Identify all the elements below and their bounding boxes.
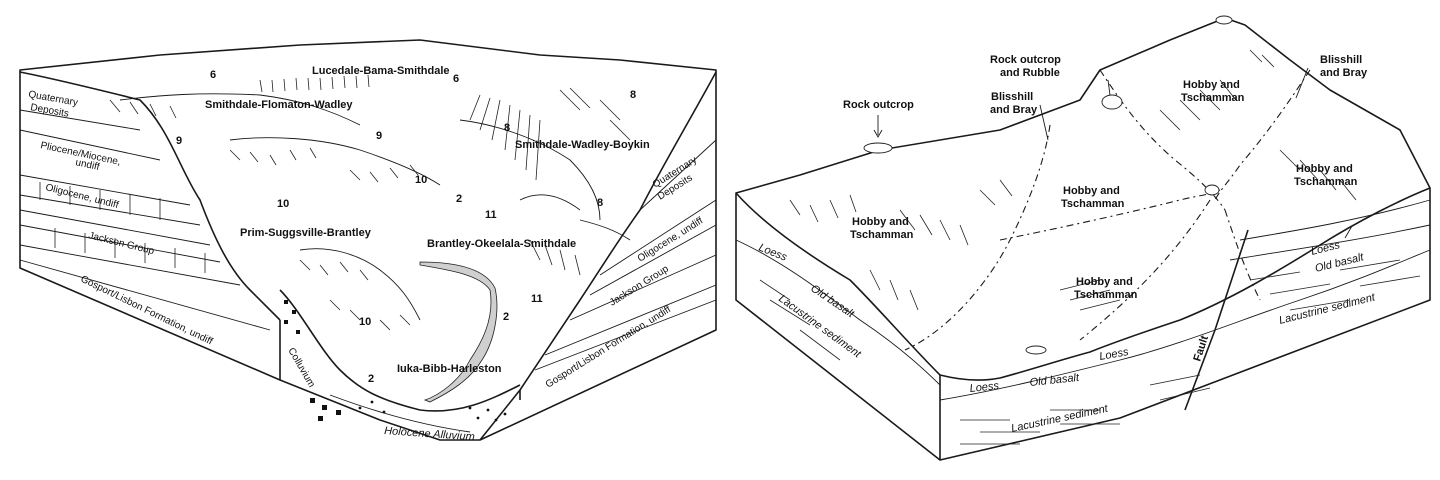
label-iuka: Iuka-Bibb-Harleston — [397, 363, 502, 375]
unit-number: 8 — [630, 89, 636, 101]
label-hobby-tschamman: Tschamman — [1294, 176, 1358, 188]
label-brantley: Brantley-Okeelala-Smithdale — [427, 238, 576, 250]
unit-number: 10 — [277, 198, 289, 210]
unit-number: 2 — [368, 373, 374, 385]
left-face-strata-labels: Quaternary Deposits Pliocene/Miocene, un… — [27, 89, 475, 443]
unit-number: 10 — [415, 174, 427, 186]
left-block-diagram: Lucedale-Bama-Smithdale Smithdale-Flomat… — [19, 39, 717, 443]
rock-outcrop-shapes — [863, 15, 1233, 355]
unit-number: 8 — [597, 197, 603, 209]
svg-text:Loess: Loess — [1310, 239, 1342, 258]
svg-text:Loess: Loess — [757, 242, 789, 264]
svg-text:Jackson Group: Jackson Group — [608, 263, 671, 308]
label-hobby-tschamman: Tschamman — [1061, 198, 1125, 210]
svg-text:Lacustrine sediment: Lacustrine sediment — [776, 293, 863, 361]
unit-number: 9 — [176, 135, 182, 147]
label-arrows — [873, 67, 1353, 239]
label-hobby-tschamman: Hobby and — [1063, 185, 1120, 197]
svg-text:Oligocene, undiff: Oligocene, undiff — [44, 182, 120, 211]
label-blisshill-bray: and Bray — [1320, 67, 1368, 79]
label-prim: Prim-Suggsville-Brantley — [240, 227, 372, 239]
unit-number: 10 — [359, 316, 371, 328]
label-blisshill-bray: and Bray — [990, 104, 1038, 116]
svg-text:undiff: undiff — [74, 157, 100, 173]
right-top-front-edge — [735, 187, 1431, 381]
unit-number: 8 — [504, 122, 510, 134]
label-hobby-tschamman: Hobby and — [852, 216, 909, 228]
svg-text:Jackson Group: Jackson Group — [87, 230, 155, 257]
label-rock-rubble: Rock outcrop — [990, 54, 1061, 66]
fault-line — [1184, 229, 1249, 411]
unit-number: 11 — [531, 293, 543, 305]
label-lucedale: Lucedale-Bama-Smithdale — [312, 65, 450, 77]
unit-number: 11 — [485, 209, 497, 221]
label-blisshill-bray: Blisshill — [991, 91, 1033, 103]
label-rock-outcrop: Rock outcrop — [843, 99, 914, 111]
left-ridge-line — [19, 71, 281, 321]
svg-text:Old basalt: Old basalt — [1029, 372, 1080, 389]
label-hobby-tschamman: Hobby and — [1296, 163, 1353, 175]
left-river — [419, 261, 498, 403]
svg-text:Lacustrine sediment: Lacustrine sediment — [1010, 403, 1110, 435]
right-block-outline — [735, 17, 1431, 461]
label-rock-rubble: and Rubble — [1000, 67, 1060, 79]
left-terrain-hatching — [109, 74, 631, 331]
right-face-strata-labels: Quaternary Deposits Oligocene, undiff Ja… — [544, 155, 706, 391]
left-contours — [119, 93, 631, 321]
unit-number: 9 — [376, 130, 382, 142]
svg-text:Colluvium: Colluvium — [285, 346, 316, 390]
label-hobby-tschamman: Hobby and — [1076, 276, 1133, 288]
svg-text:Holocene Alluvium: Holocene Alluvium — [384, 425, 475, 443]
unit-number: 6 — [453, 73, 459, 85]
label-hobby-tschamman: Tschamman — [850, 229, 914, 241]
label-smithdale-wadley: Smithdale-Wadley-Boykin — [515, 139, 650, 151]
left-valley-right-edge — [479, 71, 717, 441]
alluvium-dots — [284, 300, 507, 422]
right-block-diagram: Rock outcrop Rock outcrop and Rubble Bli… — [735, 15, 1431, 461]
lacustrine-hatching — [759, 259, 1421, 445]
svg-text:Gosport/Lisbon Formation, undi: Gosport/Lisbon Formation, undiff — [79, 274, 215, 348]
right-strata-labels: Loess Old basalt Lacustrine sediment Loe… — [757, 239, 1377, 435]
left-block-outline — [19, 39, 717, 441]
label-hobby-tschamman: Hobby and — [1183, 79, 1240, 91]
left-valley-floor — [279, 289, 521, 412]
unit-number: 2 — [456, 193, 462, 205]
unit-number: 6 — [210, 69, 216, 81]
svg-text:Oligocene, undiff: Oligocene, undiff — [636, 215, 706, 264]
right-terrain-hatching — [789, 49, 1357, 311]
svg-text:Lacustrine sediment: Lacustrine sediment — [1278, 291, 1377, 327]
label-smithdale-flomaton: Smithdale-Flomaton-Wadley — [205, 99, 353, 111]
label-hobby-tschamman: Tschamman — [1074, 289, 1138, 301]
unit-number: 2 — [503, 311, 509, 323]
svg-text:Loess: Loess — [969, 380, 1000, 395]
label-hobby-tschamman: Tschamman — [1181, 92, 1245, 104]
soil-boundaries — [904, 69, 1311, 351]
svg-text:Loess: Loess — [1098, 346, 1129, 363]
label-blisshill-bray: Blisshill — [1320, 54, 1362, 66]
